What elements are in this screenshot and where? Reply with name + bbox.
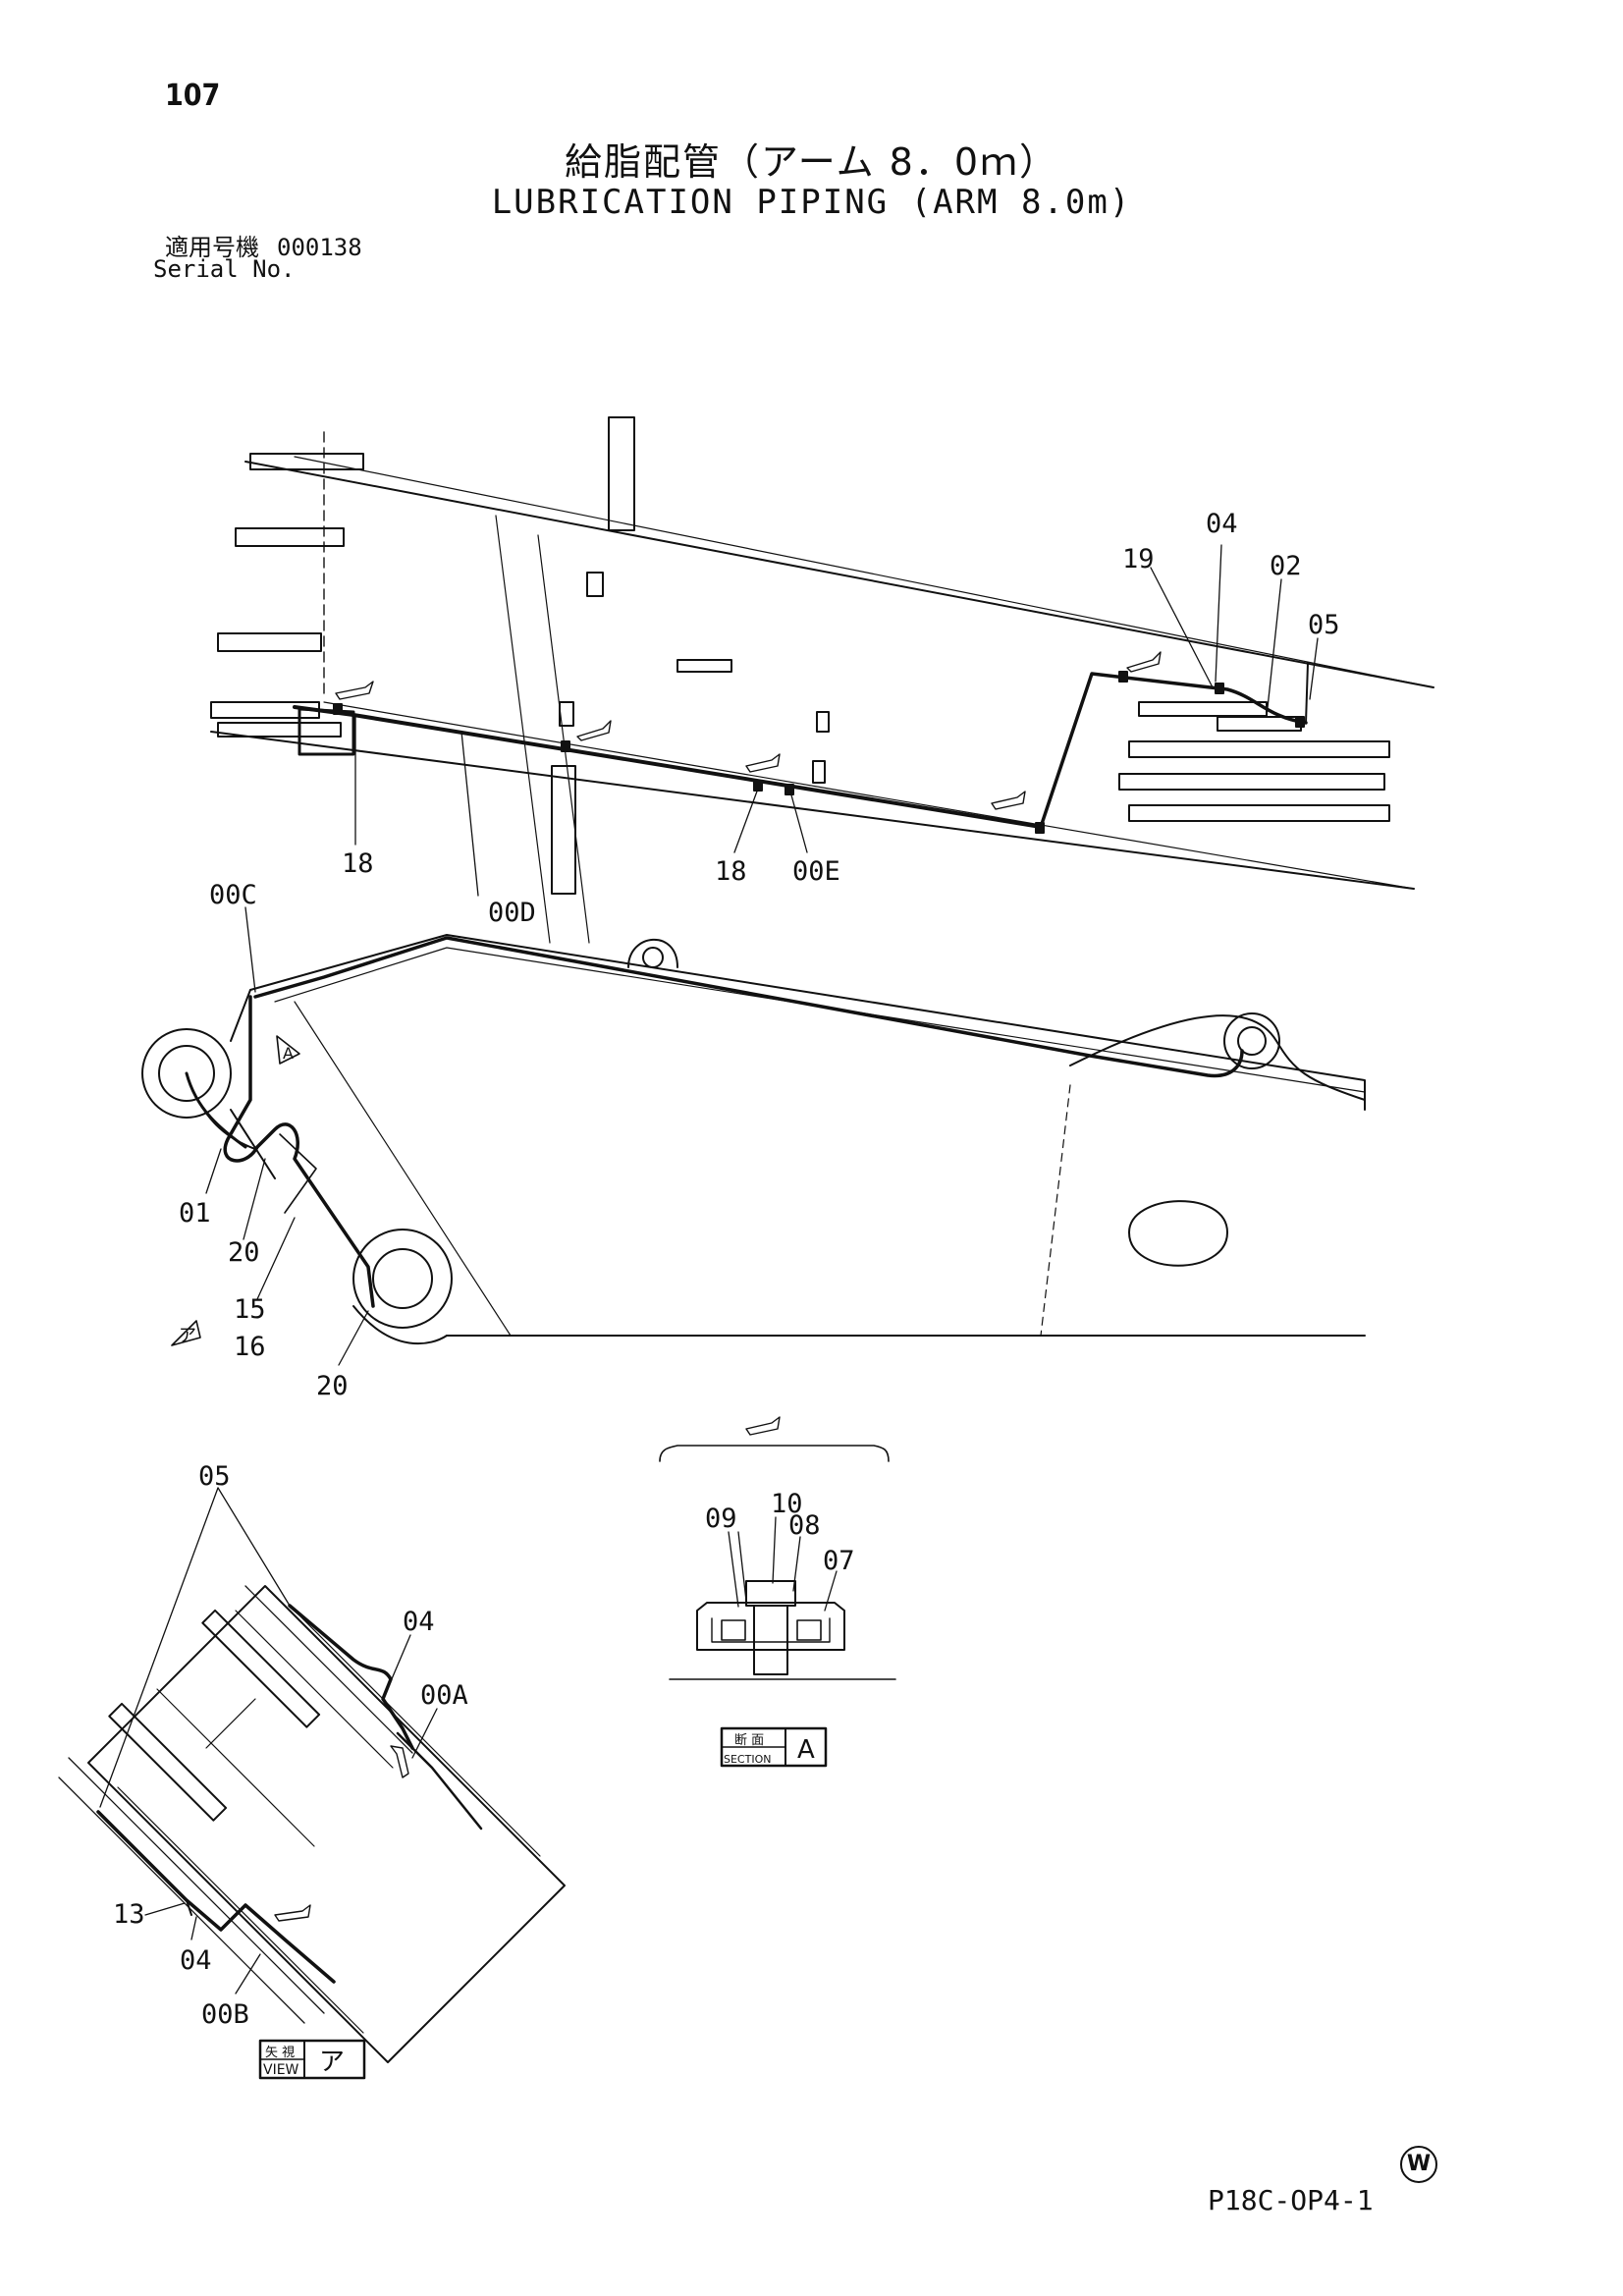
view-arrow-mark: ア xyxy=(179,1326,196,1346)
upper-arm-callouts: 04 19 02 05 18 00D 18 00E xyxy=(342,509,1340,928)
callout-label: 00B xyxy=(201,1999,249,2030)
callout-label: 13 xyxy=(113,1899,145,1930)
view-label-jp: 矢 視 xyxy=(265,2046,295,2060)
callout-label: 07 xyxy=(823,1546,855,1576)
callout-label: 04 xyxy=(180,1945,212,1976)
page-number: 107 xyxy=(165,79,221,113)
callout-label: 16 xyxy=(234,1332,266,1362)
section-label-jp: 断 面 xyxy=(734,1733,764,1748)
view-a-drawing xyxy=(58,1487,566,2063)
callout-label: 00D xyxy=(488,898,536,928)
page-title-japanese: 給脂配管（アーム 8．0ｍ） xyxy=(564,140,1058,184)
callout-label: 04 xyxy=(1206,509,1238,539)
serial-label-japanese: 適用号機 000138 xyxy=(165,228,362,262)
section-marker-a: A xyxy=(283,1044,294,1063)
callout-label: 02 xyxy=(1270,551,1302,581)
callout-label: 20 xyxy=(316,1371,349,1401)
upper-arm-view xyxy=(210,416,1434,944)
view-label-box xyxy=(258,2039,366,2080)
view-label-letter: ア xyxy=(319,2048,345,2077)
callout-label: 01 xyxy=(179,1198,211,1229)
callout-label: 18 xyxy=(715,856,747,887)
callout-label: 00E xyxy=(792,856,840,887)
view-a-callouts: 05 04 00A 13 04 00B xyxy=(113,1461,468,2030)
drawing-number: P18C-OP4-1 xyxy=(1208,2184,1374,2216)
callout-label: 15 xyxy=(234,1294,266,1325)
serial-label-jp-text: 適用号機 xyxy=(165,234,259,261)
callout-label: 00C xyxy=(209,880,257,910)
callout-label: 00A xyxy=(420,1680,468,1711)
page-title-english: LUBRICATION PIPING (ARM 8.0m) xyxy=(491,183,1132,222)
section-label-letter: A xyxy=(797,1735,815,1765)
section-a-drawing xyxy=(659,1416,896,1680)
callout-label: 20 xyxy=(228,1237,260,1268)
serial-label-english: Serial No. xyxy=(153,255,296,283)
callout-label: 18 xyxy=(342,848,374,879)
callout-label: 09 xyxy=(705,1503,737,1534)
middle-arm-callouts: 00C 01 20 15 16 20 A ア xyxy=(179,880,349,1401)
callout-label: 04 xyxy=(403,1607,435,1637)
callout-label: 19 xyxy=(1122,544,1155,574)
serial-value: 000138 xyxy=(277,234,362,261)
section-label-en: SECTION xyxy=(724,1753,771,1766)
section-label-text: 断 面 SECTION A xyxy=(724,1733,815,1766)
callout-label: 05 xyxy=(198,1461,231,1492)
watermark-symbol: W xyxy=(1400,2146,1437,2183)
callout-label: 05 xyxy=(1308,610,1340,640)
callout-label: 10 xyxy=(771,1489,803,1519)
view-label-en: VIEW xyxy=(263,2062,299,2078)
section-a-callouts: 10 09 08 07 xyxy=(705,1489,855,1576)
middle-arm-view xyxy=(141,906,1366,1366)
section-label-box xyxy=(720,1726,828,1768)
callout-label: 08 xyxy=(788,1510,821,1541)
view-label-text: 矢 視 VIEW ア xyxy=(263,2046,345,2078)
